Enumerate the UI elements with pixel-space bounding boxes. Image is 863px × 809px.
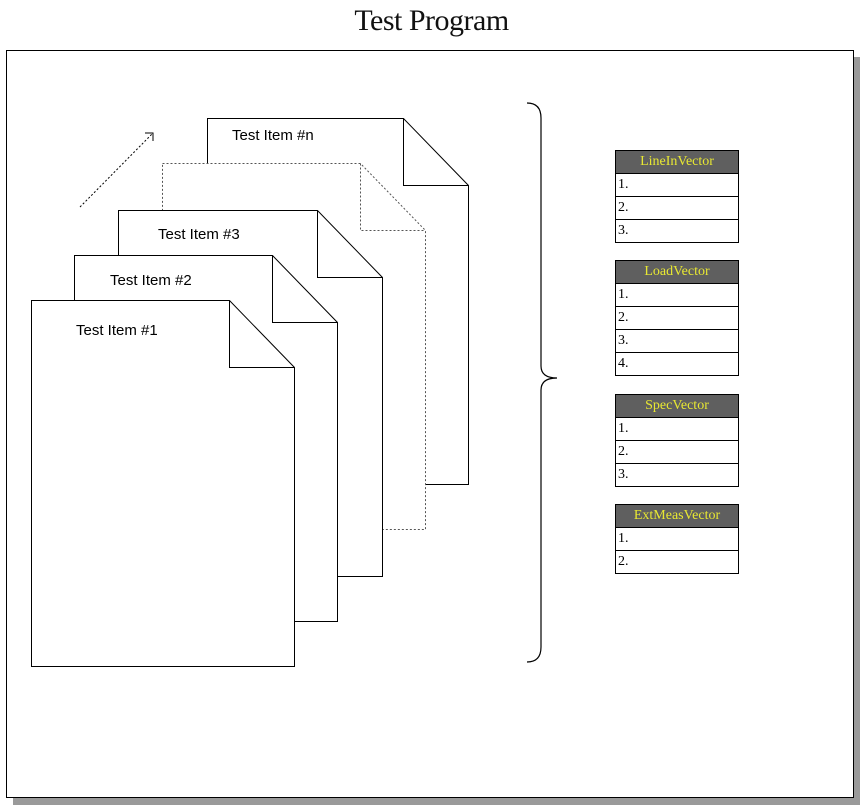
- line-in-vector-table: LineInVector 1. 2. 3.: [615, 150, 739, 243]
- vector-row: 1.: [615, 527, 739, 551]
- vector-row: 2.: [615, 440, 739, 464]
- vector-row: 2.: [615, 550, 739, 574]
- doc-label-n: Test Item #n: [232, 127, 314, 144]
- document-1: [31, 300, 295, 667]
- doc-label-3: Test Item #3: [158, 226, 240, 243]
- vector-row: 3.: [615, 219, 739, 243]
- vector-row: 1.: [615, 283, 739, 307]
- spec-vector-table: SpecVector 1. 2. 3.: [615, 394, 739, 487]
- vector-header: SpecVector: [615, 394, 739, 418]
- doc-label-2: Test Item #2: [110, 272, 192, 289]
- vector-row: 3.: [615, 329, 739, 353]
- doc-label-1: Test Item #1: [76, 322, 158, 339]
- vector-header: LoadVector: [615, 260, 739, 284]
- page-title: Test Program: [354, 4, 509, 37]
- vector-row: 2.: [615, 196, 739, 220]
- vector-row: 3.: [615, 463, 739, 487]
- vector-row: 2.: [615, 306, 739, 330]
- curly-brace: [526, 102, 558, 663]
- vector-header: LineInVector: [615, 150, 739, 174]
- vector-row: 1.: [615, 417, 739, 441]
- vector-header: ExtMeasVector: [615, 504, 739, 528]
- stack-direction-arrow: [79, 132, 154, 208]
- vector-row: 4.: [615, 352, 739, 376]
- load-vector-table: LoadVector 1. 2. 3. 4.: [615, 260, 739, 376]
- ext-meas-vector-table: ExtMeasVector 1. 2.: [615, 504, 739, 574]
- vector-row: 1.: [615, 173, 739, 197]
